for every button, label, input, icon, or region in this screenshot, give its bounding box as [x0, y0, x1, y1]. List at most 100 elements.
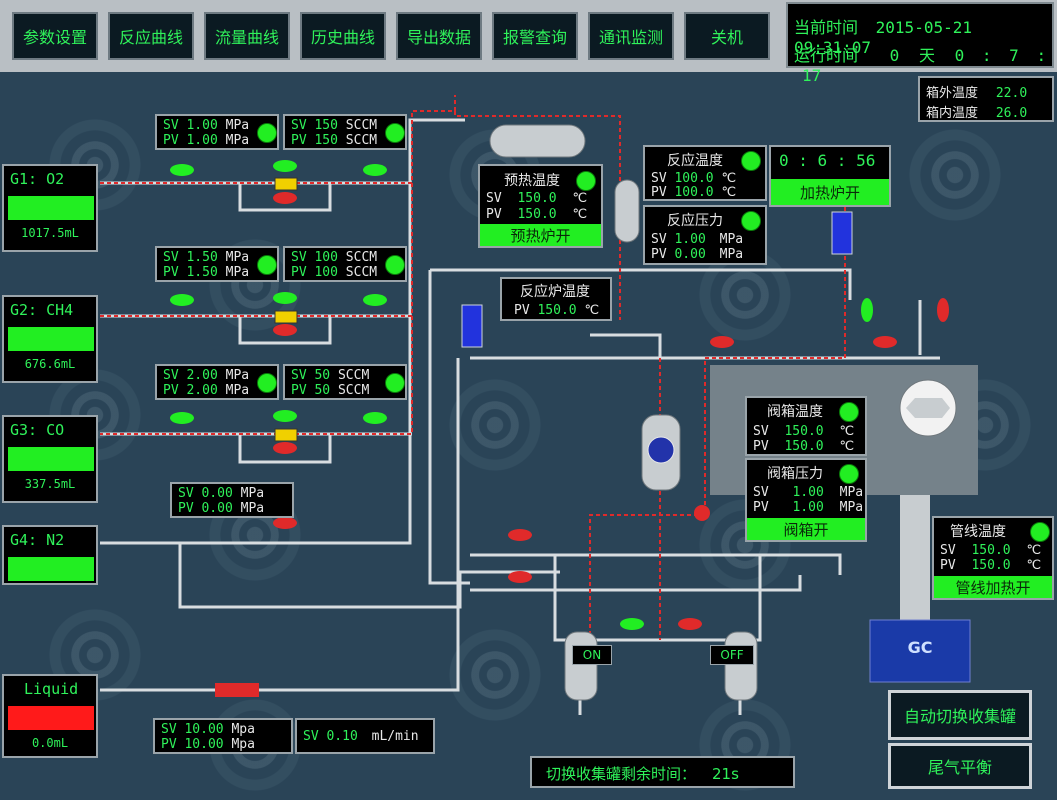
liquid-amount: 0.0mL: [31, 736, 69, 750]
nav-flow-curve-button[interactable]: 流量曲线: [204, 12, 290, 60]
clock-panel: 当前时间 2015-05-21 09:31:07 运行时间 0 天 0 : 7 …: [786, 2, 1054, 85]
g3-pressure-pv: 2.00: [186, 383, 218, 398]
g2-pressure-panel[interactable]: SV 1.50 MPa PV 1.50 MPa: [155, 246, 279, 282]
liquid-pressure-panel[interactable]: SV 10.00 Mpa PV 10.00 Mpa: [153, 718, 293, 754]
auto-switch-tank-button[interactable]: 自动切换收集罐: [888, 690, 1032, 740]
runtime-days-unit: 天: [918, 46, 935, 65]
valve-indicators: [170, 160, 949, 630]
furnace-timer-value: 0 : 6 : 56: [779, 151, 876, 170]
gas-g3-level-bar: [8, 447, 94, 471]
g3-flow-panel[interactable]: SV 50 SCCM PV 50 SCCM: [283, 364, 407, 400]
g2-pressure-status-indicator: [257, 255, 277, 275]
g3-flow-pv: 50: [314, 383, 331, 398]
g2-flow-pv: 100: [314, 265, 338, 280]
preheat-status-indicator: [576, 171, 596, 191]
nav-history-curve-button[interactable]: 历史曲线: [300, 12, 386, 60]
furnace-timer-panel[interactable]: 0 : 6 : 56 加热炉开: [769, 145, 891, 207]
preheat-panel[interactable]: 预热温度 SV 150.0 ℃ PV 150.0 ℃ 预热炉开: [478, 164, 603, 248]
g1-pressure-status-indicator: [257, 123, 277, 143]
gas-g4-name: G4: N2: [10, 531, 65, 549]
line-temperature-panel[interactable]: 管线温度 SV 150.0 ℃ PV 150.0 ℃ 管线加热开: [932, 516, 1054, 600]
tank-off-label[interactable]: OFF: [710, 645, 754, 665]
reactor-pressure-title: 反应压力: [667, 213, 723, 229]
reactor-heater: [831, 211, 853, 255]
g2-flow-status-indicator: [385, 255, 405, 275]
gas-g1-gauge[interactable]: G1: O2 1017.5mL: [2, 164, 98, 252]
furnace-heater: [461, 304, 483, 348]
outside-temp-label: 箱外温度: [926, 86, 979, 101]
g2-pressure-pv: 1.50: [186, 265, 218, 280]
liquid-gauge[interactable]: Liquid 0.0mL: [2, 674, 98, 758]
reactor-pressure-pv: 0.00: [674, 247, 706, 262]
valve-box-pressure-sv: 1.00: [792, 485, 824, 500]
reactor-pressure-panel[interactable]: 反应压力 SV 1.00 MPa PV 0.00 MPa: [643, 205, 767, 265]
gas-g3-gauge[interactable]: G3: CO 337.5mL: [2, 415, 98, 503]
g2-pressure-sv: 1.50: [186, 250, 218, 265]
reactor-temperature-pv: 100.0: [674, 185, 714, 200]
nav-params-button[interactable]: 参数设置: [12, 12, 98, 60]
preheater-vessel: [489, 124, 586, 158]
valve-box-pressure-panel[interactable]: 阀箱压力 SV 1.00 MPa PV 1.00 MPa 阀箱开: [745, 458, 867, 542]
reactor-temperature-panel[interactable]: 反应温度 SV 100.0 ℃ PV 100.0 ℃: [643, 145, 767, 201]
gas-g2-gauge[interactable]: G2: CH4 676.6mL: [2, 295, 98, 383]
filter-vessel: [614, 179, 640, 243]
reactor-temperature-sv: 100.0: [674, 171, 714, 186]
liquid-pressure-sv: 10.00: [184, 722, 224, 737]
runtime-label: 运行时间: [794, 46, 859, 65]
nav-shutdown-button[interactable]: 关机: [684, 12, 770, 60]
nav-alarm-button[interactable]: 报警查询: [492, 12, 578, 60]
current-time-label: 当前时间: [794, 18, 859, 37]
g4-pressure-panel[interactable]: SV 0.00 MPa PV 0.00 MPa: [170, 482, 294, 518]
reactor-temperature-title: 反应温度: [667, 153, 723, 169]
reactor-pressure-sv: 1.00: [674, 232, 706, 247]
valve-box-temperature-status-indicator: [839, 402, 859, 422]
valve-box-pressure-status-indicator: [839, 464, 859, 484]
nav-comm-button[interactable]: 通讯监测: [588, 12, 674, 60]
valve-box-temperature-title: 阀箱温度: [767, 404, 823, 420]
valve-box-temperature-pv: 150.0: [784, 439, 824, 454]
line-temperature-status-indicator: [1030, 522, 1050, 542]
g3-pressure-panel[interactable]: SV 2.00 MPa PV 2.00 MPa: [155, 364, 279, 400]
gc-label: GC: [907, 638, 933, 657]
g3-flow-status-indicator: [385, 373, 405, 393]
reactor-temperature-status-indicator: [741, 151, 761, 171]
outside-temp-value: 22.0: [995, 86, 1028, 101]
inside-temp-label: 箱内温度: [926, 106, 979, 121]
line-temperature-pv: 150.0: [971, 558, 1011, 573]
liquid-flow-sv: 0.10: [326, 729, 358, 744]
preheat-toggle-button[interactable]: 预热炉开: [480, 224, 601, 246]
gas-g2-amount: 676.6mL: [24, 357, 76, 371]
g2-flow-sv: 100: [314, 250, 338, 265]
liquid-name: Liquid: [24, 680, 79, 698]
line-temperature-title: 管线温度: [950, 524, 1006, 540]
nav-reaction-curve-button[interactable]: 反应曲线: [108, 12, 194, 60]
g3-pressure-status-indicator: [257, 373, 277, 393]
gas-g4-level-bar: [8, 557, 94, 581]
valve-box-pressure-title: 阀箱压力: [767, 466, 823, 482]
g3-flow-sv: 50: [314, 368, 331, 383]
g1-flow-panel[interactable]: SV 150 SCCM PV 150 SCCM: [283, 114, 407, 150]
reactor-pressure-status-indicator: [741, 211, 761, 231]
box-temperature-panel: 箱外温度 22.0 箱内温度 26.0: [918, 76, 1054, 122]
tank-on-label[interactable]: ON: [572, 645, 612, 665]
switch-timer-value: 21s: [712, 765, 739, 783]
g3-pressure-sv: 2.00: [186, 368, 218, 383]
valve-box-temperature-panel[interactable]: 阀箱温度 SV 150.0 ℃ PV 150.0 ℃: [745, 396, 867, 456]
g2-flow-panel[interactable]: SV 100 SCCM PV 100 SCCM: [283, 246, 407, 282]
valve-box-toggle-button[interactable]: 阀箱开: [747, 518, 865, 540]
g1-pressure-pv: 1.00: [186, 133, 218, 148]
tail-gas-balance-button[interactable]: 尾气平衡: [888, 743, 1032, 789]
furnace-temperature-title: 反应炉温度: [520, 284, 590, 300]
gas-g3-amount: 337.5mL: [24, 477, 76, 491]
switch-timer-label: 切换收集罐剩余时间：: [546, 765, 697, 783]
g1-pressure-panel[interactable]: SV 1.00 MPa PV 1.00 MPa: [155, 114, 279, 150]
furnace-temperature-panel[interactable]: 反应炉温度 PV 150.0 ℃: [500, 277, 612, 321]
gas-g4-gauge[interactable]: G4: N2: [2, 525, 98, 585]
furnace-toggle-button[interactable]: 加热炉开: [771, 179, 889, 205]
liquid-flow-panel[interactable]: SV 0.10 mL/min: [295, 718, 435, 754]
switch-timer-panel: 切换收集罐剩余时间： 21s: [530, 756, 795, 788]
line-heat-toggle-button[interactable]: 管线加热开: [934, 576, 1052, 598]
nav-export-button[interactable]: 导出数据: [396, 12, 482, 60]
inside-temp-value: 26.0: [995, 106, 1028, 121]
valve-box-temperature-sv: 150.0: [784, 424, 824, 439]
